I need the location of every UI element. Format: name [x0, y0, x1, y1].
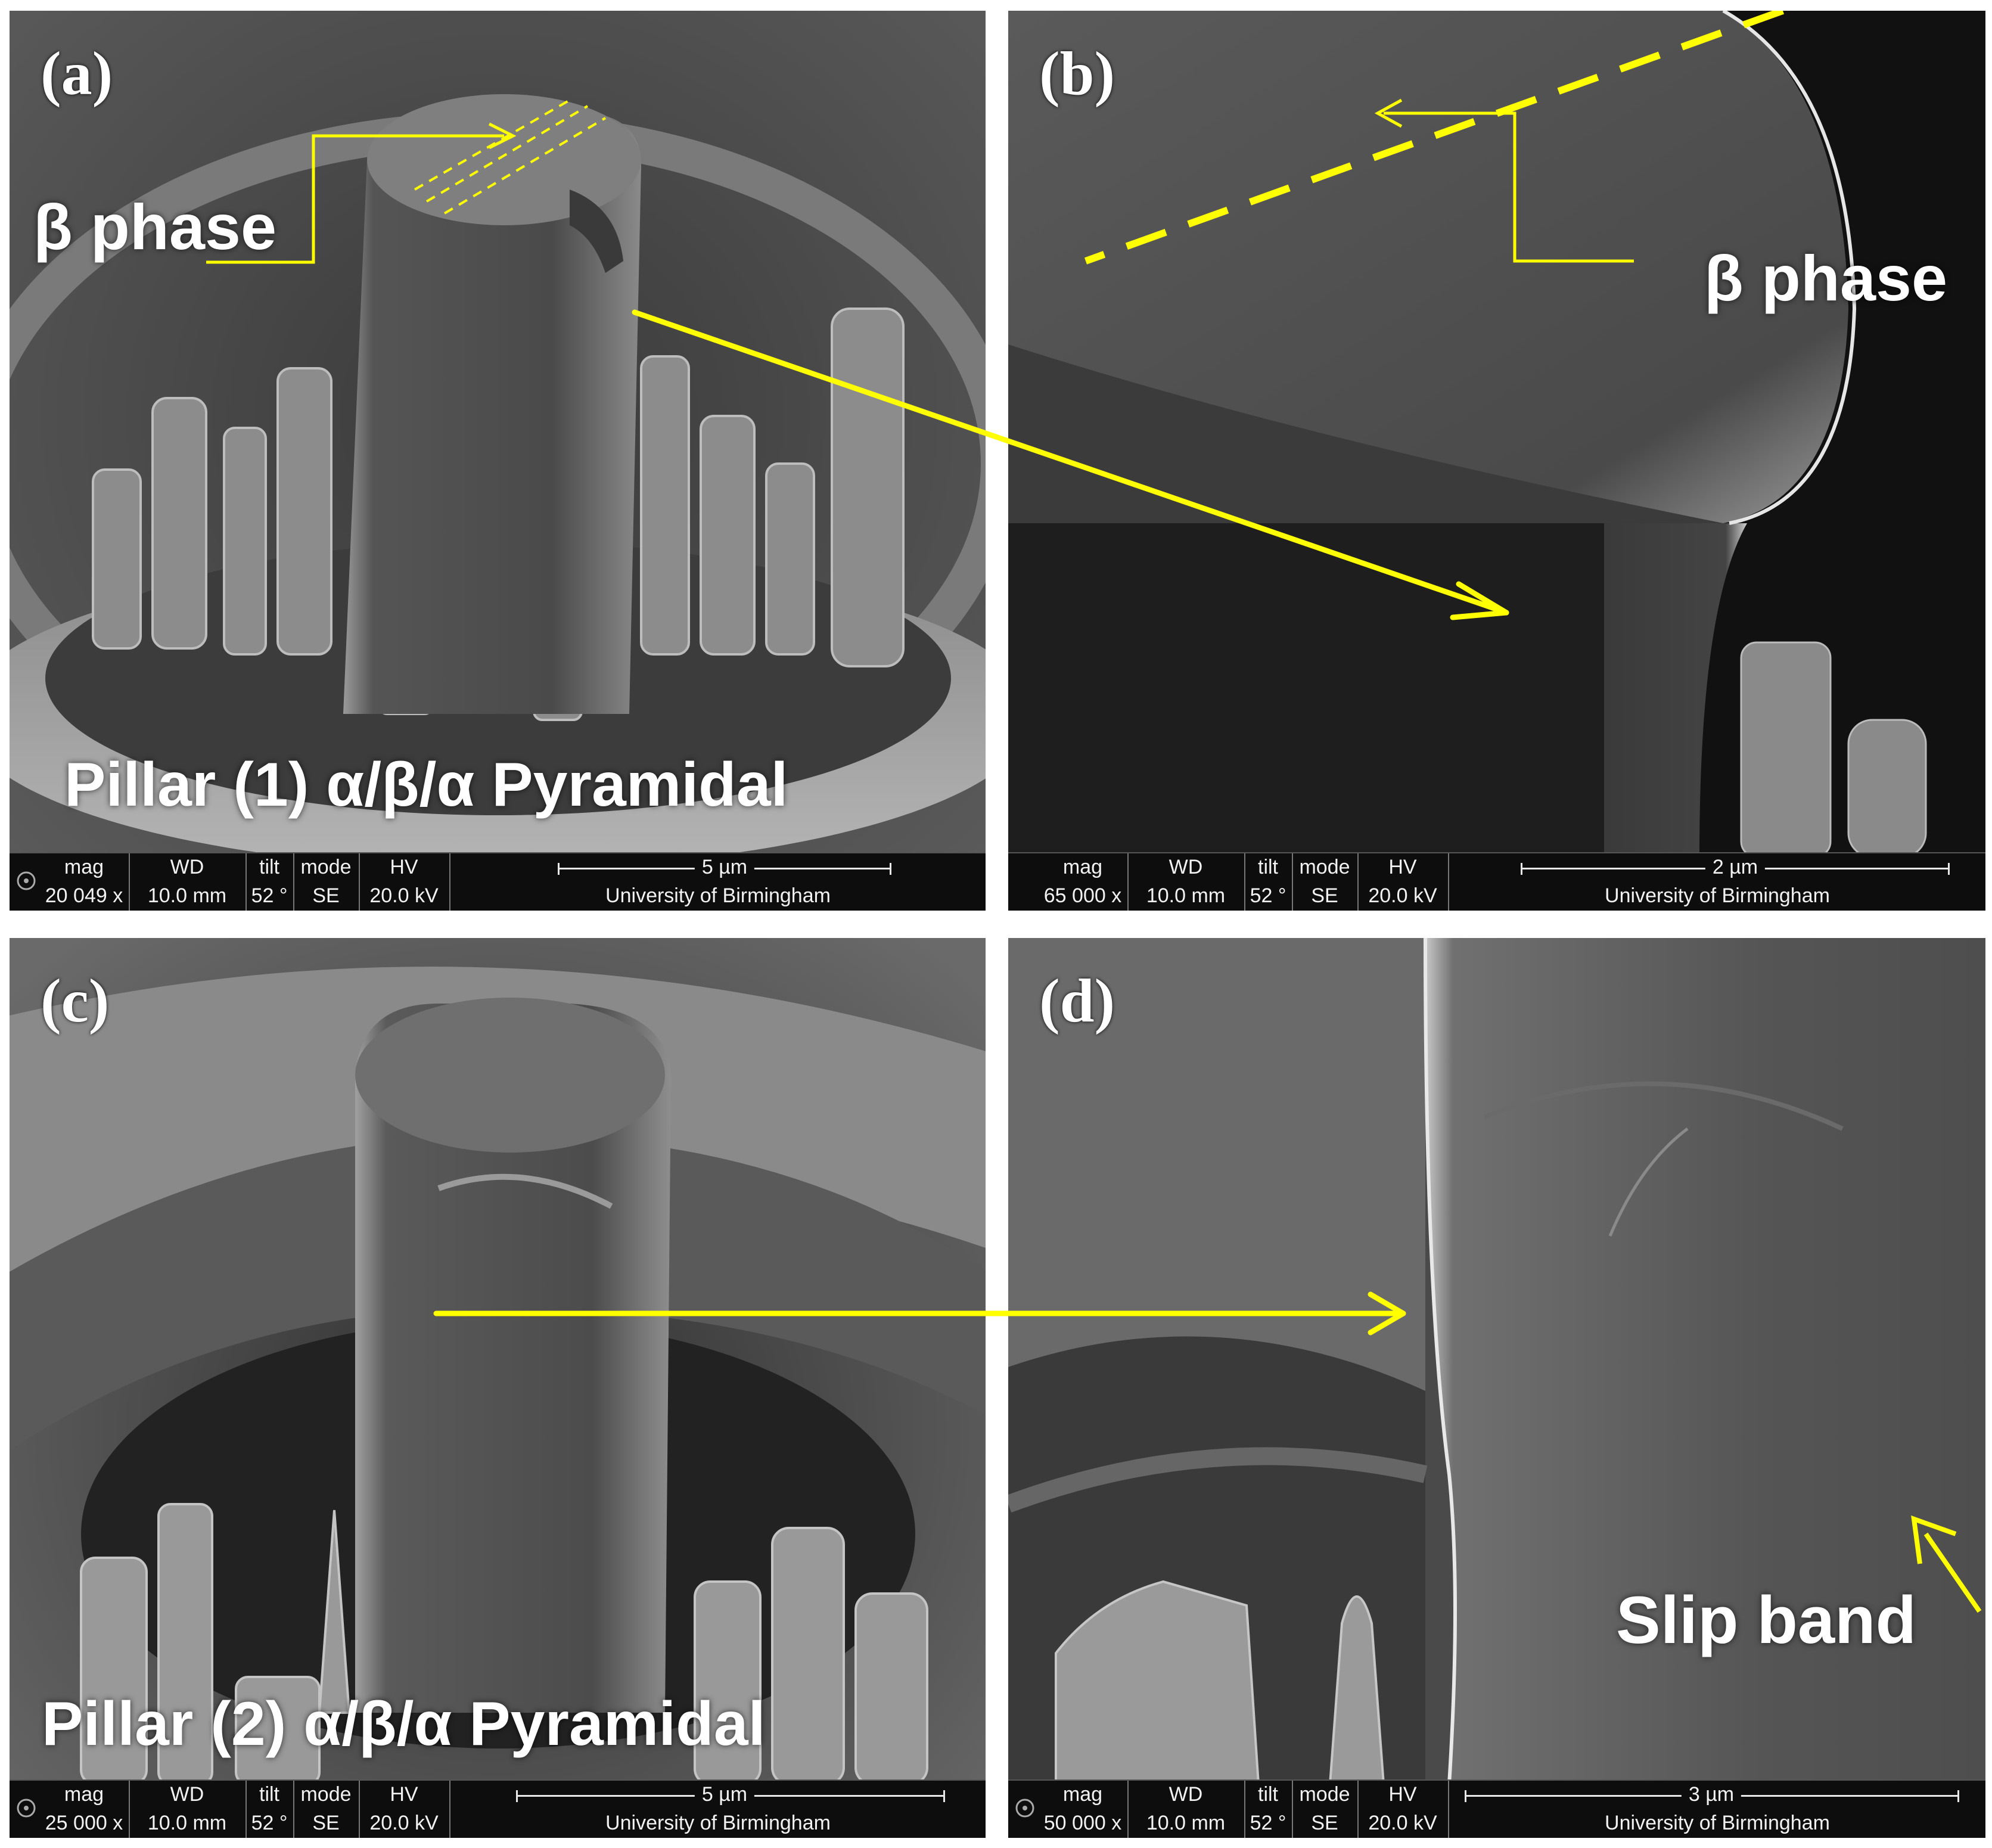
scale-label: 5 µm — [694, 1781, 755, 1808]
scale-cell: 3 µm University of Birmingham — [1449, 1781, 1985, 1838]
sem-image-b — [1008, 11, 1985, 911]
fei-logo-icon — [17, 1799, 36, 1818]
panel-label-b: (b) — [1039, 39, 1115, 108]
scale-label: 3 µm — [1681, 1781, 1742, 1808]
scale-cell: 5 µm University of Birmingham — [450, 853, 986, 911]
scale-label: 2 µm — [1705, 853, 1766, 881]
pillar-caption-a: Pillar (1) α/β/α Pyramidal — [64, 750, 788, 819]
beta-phase-label-b: β phase — [1704, 242, 1948, 314]
slip-band-label: Slip band — [1616, 1583, 1916, 1657]
institution-label: University of Birmingham — [1605, 1812, 1830, 1834]
pillar-caption-c: Pillar (2) α/β/α Pyramidal — [42, 1689, 766, 1759]
panel-label-a: (a) — [41, 39, 113, 108]
panel-label-d: (d) — [1039, 967, 1115, 1035]
scale-cell: 5 µm University of Birmingham — [450, 1781, 986, 1838]
panel-label-c: (c) — [41, 967, 110, 1035]
sem-image-c — [10, 938, 986, 1838]
scale-label: 5 µm — [694, 853, 755, 881]
fei-logo-icon — [1015, 1799, 1034, 1818]
institution-label: University of Birmingham — [1605, 884, 1830, 907]
sem-panel-a: (a) β phase Pillar (1) α/β/α Pyramidal m… — [10, 11, 986, 911]
institution-label: University of Birmingham — [605, 884, 831, 907]
sem-image-d — [1008, 938, 1985, 1838]
beta-phase-label-a: β phase — [33, 191, 277, 263]
institution-label: University of Birmingham — [605, 1812, 831, 1834]
scale-cell: 2 µm University of Birmingham — [1449, 853, 1985, 911]
fei-logo-icon — [17, 871, 36, 890]
